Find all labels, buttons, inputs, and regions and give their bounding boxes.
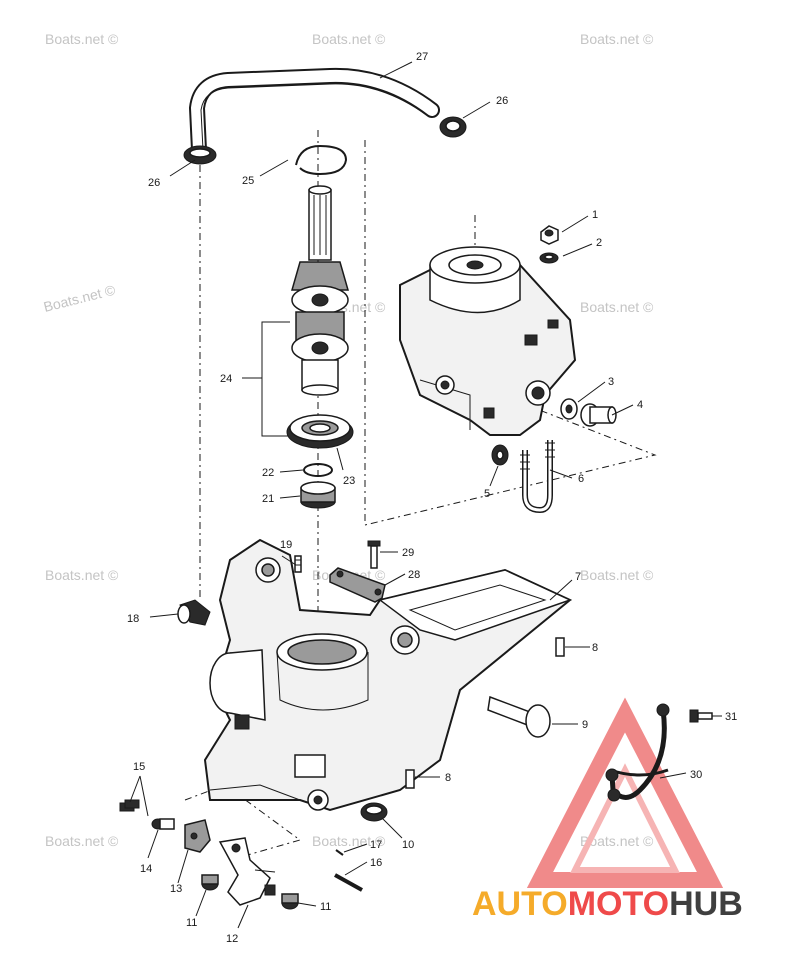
callout-12: 12: [226, 933, 238, 945]
callout-24: 24: [220, 373, 232, 385]
watermark: Boats.net ©: [580, 833, 654, 849]
brand-text-auto: AUTO: [472, 885, 568, 923]
bracket-28: [329, 567, 386, 603]
callout-11: 11: [186, 917, 197, 929]
ground-strap-30: [605, 703, 670, 802]
callout-3: 3: [608, 376, 614, 388]
u-bolt-6: [520, 440, 555, 514]
bushing-11-left: [201, 874, 219, 891]
pin-8-upper: [555, 637, 565, 657]
callout-29: 29: [402, 547, 414, 559]
link-12: [218, 837, 276, 906]
hose-27: [188, 67, 440, 158]
screw-31: [689, 709, 713, 723]
screws-15: [119, 799, 140, 812]
hose-clamp-26-top: [439, 116, 467, 138]
pin-9: [487, 695, 551, 738]
callout-10: 10: [402, 839, 414, 851]
callout-14: 14: [140, 863, 152, 875]
bracket-24: [261, 321, 290, 437]
bushing-21: [300, 481, 336, 509]
swivel-housing: [399, 246, 577, 436]
callout-5: 5: [484, 488, 490, 500]
callout-8: 8: [445, 772, 451, 784]
callout-21: 21: [262, 493, 274, 505]
nut-1: [540, 225, 559, 245]
callout-18: 18: [127, 613, 139, 625]
snap-ring-25: [295, 144, 348, 176]
callout-1: 1: [592, 209, 598, 221]
callout-26: 26: [496, 95, 508, 107]
washer-2: [539, 252, 559, 264]
bushing-11-right: [281, 893, 299, 910]
callout-25: 25: [242, 175, 254, 187]
callout-30: 30: [690, 769, 702, 781]
brand-logo: AUTOMOTOHUB: [472, 697, 743, 923]
washer-3: [560, 398, 578, 420]
watermark: Boats.net ©: [580, 567, 654, 583]
watermark: Boats.net ©: [45, 31, 119, 47]
brand-triangle-icon: [526, 697, 724, 888]
seal-10: [360, 802, 388, 822]
callout-19: 19: [280, 539, 292, 551]
callout-23: 23: [343, 475, 355, 487]
callout-28: 28: [408, 569, 420, 581]
block-13: [184, 819, 211, 853]
watermark: Boats.net ©: [312, 31, 386, 47]
drive-shaft-24: [291, 185, 349, 396]
o-ring-22: [303, 463, 333, 477]
callout-31: 31: [725, 711, 737, 723]
callout-2: 2: [596, 237, 602, 249]
watermark: Boats.net ©: [580, 299, 654, 315]
watermark: Boats.net ©: [45, 567, 119, 583]
callout-9: 9: [582, 719, 588, 731]
callout-8: 8: [592, 642, 598, 654]
watermark: Boats.net ©: [580, 31, 654, 47]
callout-26: 26: [148, 177, 160, 189]
leader-lines: [129, 61, 722, 929]
watermark: Boats.net ©: [45, 833, 119, 849]
pin-17: [335, 849, 344, 856]
callout-13: 13: [170, 883, 182, 895]
callout-27: 27: [416, 51, 428, 63]
bolt-29: [367, 540, 381, 569]
watermark: Boats.net ©: [42, 281, 118, 314]
screw-19: [294, 555, 302, 573]
callout-11: 11: [320, 901, 331, 913]
callout-17: 17: [370, 839, 382, 851]
fitting-14: [151, 818, 175, 830]
brand-text: AUTOMOTOHUB: [472, 885, 743, 923]
bearing-23: [286, 414, 354, 449]
brand-text-moto: MOTO: [568, 885, 669, 923]
callout-16: 16: [370, 857, 382, 869]
pin-4: [580, 403, 617, 427]
callout-22: 22: [262, 467, 274, 479]
watermark: Boats.net ©: [312, 833, 386, 849]
callout-6: 6: [578, 473, 584, 485]
pin-8-lower: [405, 769, 415, 789]
callout-4: 4: [637, 399, 643, 411]
callout-7: 7: [575, 571, 581, 583]
part-callouts: 1 2 3 4 5 6 7 8 8 9 10 11 11 12 13 14 15…: [127, 51, 737, 945]
washer-5: [491, 444, 509, 466]
brand-text-hub: HUB: [669, 885, 743, 923]
hose-clamp-26-left: [183, 145, 217, 165]
elbow-18: [177, 599, 211, 626]
brand-inner-triangle-icon: [570, 763, 680, 873]
bell-housing: [203, 538, 573, 812]
callout-15: 15: [133, 761, 145, 773]
pin-16: [334, 873, 363, 892]
